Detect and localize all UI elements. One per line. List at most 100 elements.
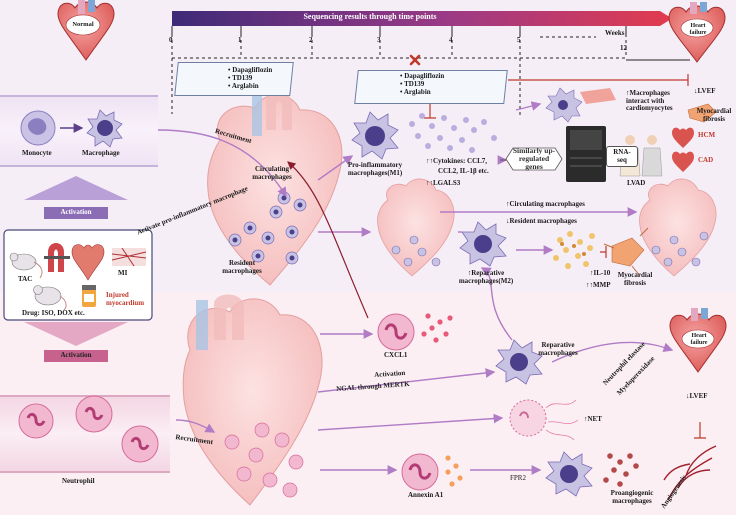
angiogenesis-vessels <box>663 445 717 501</box>
m1-label: Pro-inflammatory macrophages(M1) <box>347 161 403 177</box>
inhibit-heart-failure <box>508 74 689 86</box>
macrophage-cell <box>86 109 123 148</box>
aorta-icon <box>44 243 70 272</box>
heart-mid-left-macrophages <box>391 235 441 267</box>
myocardial-fibrosis-top-label: Myocardial fibrosis <box>696 107 732 123</box>
proangiogenic-macrophage-cell <box>545 451 593 497</box>
lvad-label: LVAD <box>627 179 646 187</box>
timeline-dashes <box>171 34 627 115</box>
large-heart-bottom <box>182 294 323 506</box>
resident-macrophages-label: Resident macrophages <box>222 259 262 275</box>
similarly-arrow-shape <box>505 147 563 171</box>
mi-tissue-icon <box>111 247 147 267</box>
annexin-label: Annexin A1 <box>408 491 444 499</box>
cad-label: CAD <box>698 156 714 164</box>
heart-failure-bottom <box>669 308 727 373</box>
il10-label: ↑IL-10 <box>590 269 611 277</box>
drug-list-left: Dapagliflozin TD139 Arglabin <box>228 66 272 90</box>
m1-macrophage-cell <box>351 111 399 160</box>
mmp-label: ↑↑MMP <box>586 281 611 289</box>
m2-macrophage-cell <box>459 221 507 267</box>
small-heart-cad-icon <box>672 151 694 172</box>
cytokine-dots <box>409 113 497 153</box>
fpr2-label: FPR2 <box>510 474 526 482</box>
inhibit-fibrosis-mid <box>600 246 607 258</box>
large-heart-top <box>207 92 343 286</box>
annexin-dots <box>445 455 463 487</box>
drug-list-center: Dapagliflozin TD139 Arglabin <box>400 72 444 96</box>
il10-mmp-dots <box>553 231 595 269</box>
rnaseq-machine-icon <box>566 126 606 182</box>
m2-label: ↑Reparative macrophages(M2) <box>458 269 514 285</box>
timeline-ticks <box>171 26 627 34</box>
heart-failure-bottom-label: Heart failure <box>690 333 708 346</box>
inhibit-lvef-bottom <box>694 422 706 439</box>
tac-mouse-icon <box>9 252 43 279</box>
timeline-title: Sequencing results through time points <box>303 12 437 21</box>
drug-mouse-icon <box>33 285 67 311</box>
resident-down-label: ↓Resident macrophages <box>506 217 577 225</box>
cxcl1-label: CXCL1 <box>384 351 408 359</box>
heart-top-macrophage-nuclei <box>232 195 303 261</box>
net-neutrophil-cell <box>509 399 579 441</box>
macrophage-cardiomyocyte-icon <box>545 87 616 123</box>
heart-bottom-neutrophils <box>224 422 304 498</box>
drug-induction-label: Drug: ISO, DOX etc. <box>22 309 85 317</box>
monocyte-label: Monocyte <box>22 149 52 157</box>
heart-failure-top <box>668 2 726 63</box>
tick-5: 5 <box>517 36 521 44</box>
neutrophil-label: Neutrophil <box>62 477 95 485</box>
activation-bottom-label: Activation <box>44 350 108 362</box>
fibroblast-top-icon <box>687 103 717 123</box>
annexin-neutrophil-cell <box>401 453 439 491</box>
cytokines-line2: CCL2, IL-1β etc. <box>438 167 489 175</box>
mi-heart-icon <box>71 244 105 281</box>
activation-top-label: Activation <box>44 207 108 219</box>
reparative-macrophage-bottom <box>495 339 543 385</box>
drug-center-1: Dapagliflozin <box>400 72 444 80</box>
stop-x-icon <box>409 54 421 66</box>
drug-left-1: Dapagliflozin <box>228 66 272 74</box>
small-heart-hcm-icon <box>672 127 694 148</box>
lvef-top-label: ↓LVEF <box>694 87 716 95</box>
mi-label: MI <box>118 269 128 277</box>
reparative-macrophages-label: Reparative macrophages <box>538 341 578 357</box>
myocardial-fibrosis-mid-label: Myocardial fibrosis <box>617 271 653 287</box>
normal-heart <box>57 0 115 61</box>
timeline-bar <box>172 11 672 26</box>
heart-mid-right-macrophages <box>651 231 709 267</box>
macrophage-label: Macrophage <box>82 149 120 157</box>
circulating-up-label: ↑Circulating macrophages <box>506 200 585 208</box>
heart-mid-left <box>377 178 455 277</box>
drug-left-3: Arglabin <box>228 82 272 90</box>
heart-mid-right <box>639 178 717 277</box>
timeline-unit-label: Weeks <box>605 29 625 37</box>
cytokines-line1: ↑↑Cytokines: CCL7, <box>426 157 488 165</box>
cxcl1-neutrophil-cell <box>377 313 415 351</box>
activation-arrow-down <box>24 322 128 346</box>
drug-center-2: TD139 <box>400 80 444 88</box>
inhibit-cytokines <box>424 103 436 119</box>
normal-heart-label: Normal <box>72 21 94 28</box>
fibroblast-mid-icon <box>603 227 649 277</box>
pill-bottle-icon <box>82 285 96 307</box>
tick-1: 1 <box>238 36 242 44</box>
neutrophil-cells <box>18 395 159 463</box>
circulating-macrophages-label: Circulating macrophages <box>252 165 292 181</box>
drug-center-3: Arglabin <box>400 88 444 96</box>
proangiogenic-label: Proangiogenic macrophages <box>610 489 654 505</box>
net-label: ↑NET <box>584 415 602 423</box>
recruitment-feedback-arrow <box>287 161 369 319</box>
cxcl1-dots <box>421 313 453 343</box>
tick-4: 4 <box>449 36 453 44</box>
macrophages-interact-label: ↑Macrophages interact with cardiomyocyte… <box>626 89 673 113</box>
rnaseq-label: RNA-seq <box>606 146 638 168</box>
drug-left-2: TD139 <box>228 74 272 82</box>
lvef-bottom-label: ↓LVEF <box>686 392 708 400</box>
lgals3-label: ↑↑LGALS3 <box>426 179 461 187</box>
proangiogenic-dots <box>603 453 639 487</box>
tick-12: 12 <box>620 44 627 52</box>
hcm-label: HCM <box>698 131 716 139</box>
